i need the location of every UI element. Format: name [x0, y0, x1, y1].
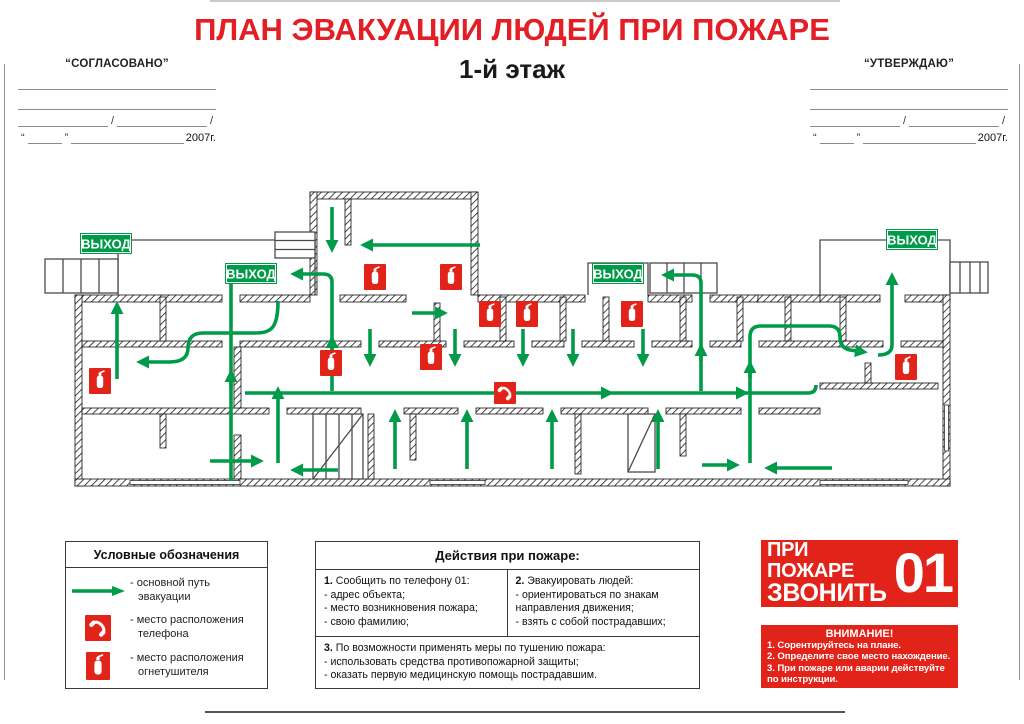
signature-date-row: “ ” 2007г. — [813, 132, 1008, 144]
exit-sign: ВЫХОД — [592, 263, 644, 284]
legend-item: - основной путь эвакуации — [66, 577, 267, 605]
emergency-number: 01 — [893, 541, 954, 605]
fire-extinguisher-icon — [363, 263, 387, 291]
approved-label: “УТВЕРЖДАЮ” — [863, 58, 955, 70]
approved-signature-block: “УТВЕРЖДАЮ” / / “ ” 2007г. — [810, 58, 1008, 144]
svg-text:ВЫХОД: ВЫХОД — [887, 233, 937, 248]
year-label: 2007г. — [977, 132, 1008, 144]
legend-item-label: - место расположения телефона — [130, 613, 244, 640]
bottom-rule — [205, 711, 845, 713]
fire-action-cell-1: 1. Сообщить по телефону 01:- адрес объек… — [316, 570, 508, 637]
signature-name-row: / / — [810, 114, 1008, 127]
phone-icon — [492, 380, 518, 406]
exit-signs: ВЫХОД ВЫХОД ВЫХОД ВЫХОД — [80, 229, 938, 284]
page-subtitle: 1-й этаж — [459, 54, 565, 84]
top-crop-line — [210, 0, 840, 2]
legend-item: - место расположения огнетушителя — [66, 651, 267, 681]
stairs — [627, 413, 656, 473]
call-banner-line2: ЗВОНИТЬ — [767, 579, 887, 608]
left-crop-line — [4, 64, 5, 680]
evacuation-routes — [110, 207, 899, 481]
floor-plan: ВЫХОД ВЫХОД ВЫХОД ВЫХОД — [40, 183, 990, 513]
legend-item: - место расположения телефона — [66, 614, 267, 642]
fire-extinguisher-icon — [419, 343, 443, 371]
right-crop-line — [1019, 64, 1020, 680]
evacuation-route-arrow-icon — [66, 585, 130, 597]
evacuation-route-arrow — [877, 272, 899, 357]
fire-extinguisher-icon — [894, 353, 918, 381]
fire-extinguisher-icon — [620, 300, 644, 328]
walls — [74, 191, 951, 487]
call-banner-line1: ПРИ ПОЖАРЕ — [767, 539, 855, 582]
agreed-signature-block: “СОГЛАСОВАНО” / / “ ” 2007г. — [18, 58, 216, 144]
attention-title: ВНИМАНИЕ! — [825, 628, 894, 640]
evacuation-route-arrow — [290, 267, 334, 391]
signature-date-row: “ ” 2007г. — [21, 132, 216, 144]
signature-line — [810, 97, 1008, 110]
stairs — [274, 231, 316, 259]
evacuation-route-arrow — [748, 324, 868, 463]
floor-plan-svg: ВЫХОД ВЫХОД ВЫХОД ВЫХОД — [44, 191, 989, 487]
legend-item-label: - место расположения огнетушителя — [130, 651, 244, 678]
svg-text:ВЫХОД: ВЫХОД — [81, 237, 131, 252]
stairs — [649, 262, 718, 294]
page-title: ПЛАН ЭВАКУАЦИИ ЛЮДЕЙ ПРИ ПОЖАРЕ — [194, 12, 830, 47]
fire-extinguisher-icon — [478, 300, 502, 328]
svg-text:ВЫХОД: ВЫХОД — [226, 267, 276, 282]
fire-extinguisher-icon — [515, 300, 539, 328]
signature-line — [18, 97, 216, 110]
attention-lines: 1. Сорентируйтесь на плане.2. Определите… — [767, 640, 951, 685]
fire-action-cell-3: 3. По возможности применять меры по туше… — [316, 636, 699, 688]
agreed-label: “СОГЛАСОВАНО” — [65, 58, 169, 70]
legend-panel: Условные обозначения - основной путь эва… — [65, 541, 268, 689]
phone-icon — [66, 614, 130, 642]
year-label: 2007г. — [185, 132, 216, 144]
fire-actions-title: Действия при пожаре: — [316, 542, 699, 570]
fire-call-banner: ПРИ ПОЖАРЕ ЗВОНИТЬ 01 — [761, 540, 958, 607]
evacuation-route-arrow — [136, 300, 280, 369]
fire-actions-row: 1. Сообщить по телефону 01:- адрес объек… — [316, 570, 699, 637]
entry-steps — [949, 261, 989, 294]
fire-action-cell-2: 2. Эвакуировать людей:- ориентироваться … — [515, 575, 666, 628]
attention-banner: ВНИМАНИЕ! 1. Сорентируйтесь на плане.2. … — [761, 625, 958, 688]
entry-steps — [44, 258, 119, 294]
exit-sign: ВЫХОД — [225, 263, 277, 284]
svg-text:ВЫХОД: ВЫХОД — [593, 267, 643, 282]
signature-name-row: / / — [18, 114, 216, 127]
exit-sign: ВЫХОД — [886, 229, 938, 250]
fire-extinguisher-icon — [439, 263, 463, 291]
fire-extinguisher-icon — [88, 367, 112, 395]
entrances-and-stairs — [44, 231, 989, 480]
fire-extinguisher-icon — [319, 349, 343, 377]
fire-extinguisher-icon — [66, 651, 130, 681]
stairs — [312, 413, 364, 480]
evacuation-route-arrow — [661, 268, 703, 391]
legend-item-label: - основной путь эвакуации — [130, 577, 210, 603]
legend-title: Условные обозначения — [66, 542, 267, 568]
signature-line — [810, 77, 1008, 90]
fire-actions-panel: Действия при пожаре: 1. Сообщить по теле… — [315, 541, 700, 689]
signature-line — [18, 77, 216, 90]
exit-sign: ВЫХОД — [80, 233, 132, 254]
evacuation-route — [745, 384, 818, 395]
